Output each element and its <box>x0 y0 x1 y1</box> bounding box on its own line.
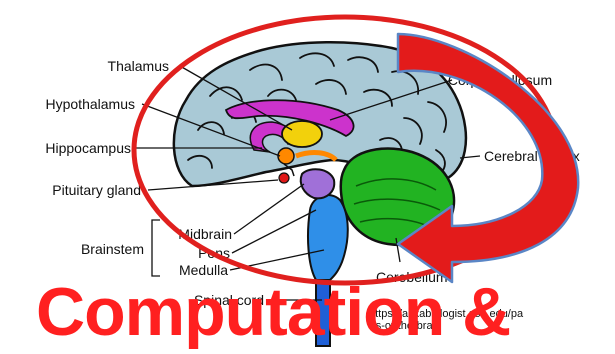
label-pituitary-gland: Pituitary gland <box>52 182 141 198</box>
midbrain-shape <box>301 169 335 198</box>
label-hippocampus: Hippocampus <box>45 140 131 156</box>
overlay-title-text: Computation & <box>36 274 510 350</box>
overlay-title: Computation & <box>36 278 510 346</box>
label-thalamus: Thalamus <box>108 58 169 74</box>
pituitary-shape <box>279 173 289 183</box>
thalamus-shape <box>282 121 322 147</box>
label-brainstem: Brainstem <box>81 241 144 257</box>
label-hypothalamus: Hypothalamus <box>46 96 136 112</box>
hypothalamus-shape <box>278 148 294 164</box>
